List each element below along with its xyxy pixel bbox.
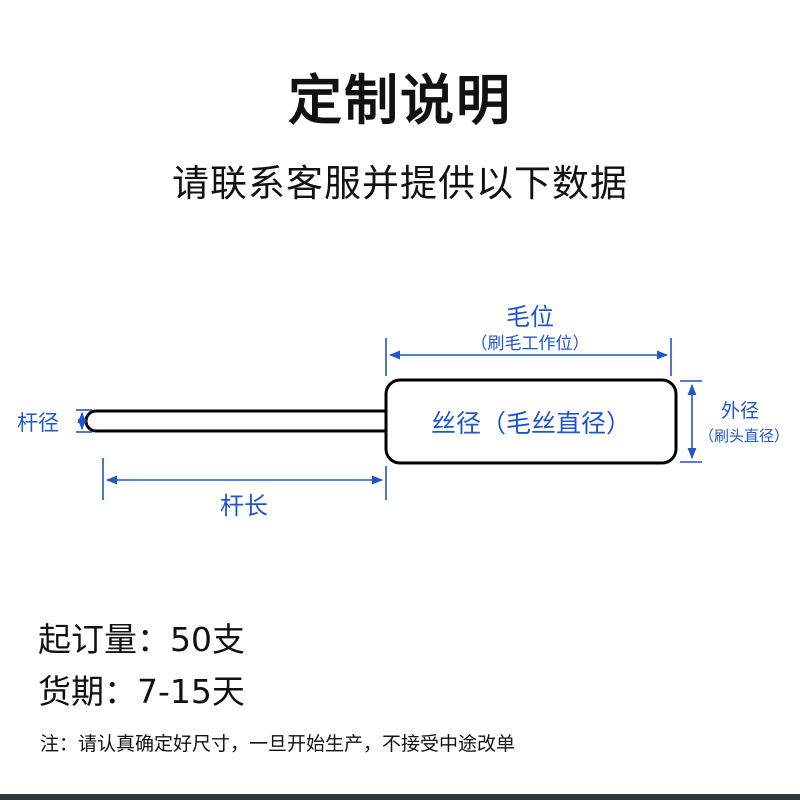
moq-label: 起订量： — [38, 620, 170, 659]
page-title: 定制说明 — [288, 69, 512, 132]
moq-row: 起订量：50支 — [38, 618, 245, 662]
outer-diameter-sublabel: （刷头直径） — [699, 427, 789, 445]
production-note: 注：请认真确定好尺寸，一旦开始生产，不接受中途改单 — [40, 733, 516, 755]
bottom-divider — [0, 794, 800, 800]
outer-diameter-dimension — [680, 380, 702, 463]
brush-head — [384, 378, 678, 465]
rod-length-label: 杆长 — [220, 492, 268, 520]
rod-length-dimension — [102, 458, 387, 500]
wire-diameter-label: 丝径（毛丝直径） — [431, 409, 631, 438]
bristle-length-label: 毛位 — [506, 303, 554, 331]
page-subtitle: 请联系客服并提供以下数据 — [172, 162, 628, 205]
brush-rod — [84, 409, 386, 433]
lead-time-row: 货期：7-15天 — [38, 670, 245, 714]
rod-diameter-label: 杆径 — [17, 411, 59, 435]
outer-diameter-label: 外径 — [721, 400, 759, 422]
bristle-length-sublabel: （刷毛工作位） — [471, 334, 590, 354]
moq-value: 50支 — [170, 620, 245, 659]
rod-diameter-dimension — [76, 409, 92, 433]
bristle-length-dimension — [385, 338, 672, 376]
lead-time-label: 货期： — [38, 672, 137, 711]
lead-time-value: 7-15天 — [137, 672, 245, 711]
